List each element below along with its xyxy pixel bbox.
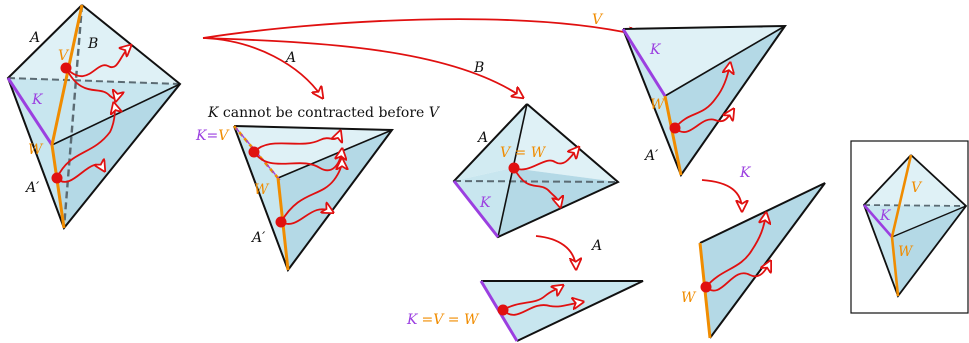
edge-label-k: K: [31, 92, 44, 108]
polytope-contract-vk: W: [681, 182, 826, 339]
vertex-label-w: W: [254, 182, 270, 198]
hidden-edge: [62, 4, 84, 229]
vertex-label-w: W: [681, 290, 697, 306]
polytope-contract-b: A V = W K: [452, 103, 620, 239]
vertex-label-w: W: [898, 244, 914, 260]
vertex-edge: [50, 4, 84, 146]
branch-label-b: B: [473, 60, 484, 76]
flow-arrow: [253, 132, 340, 153]
facet-label-a: A: [476, 130, 488, 146]
kernel-edge: [452, 180, 500, 238]
caption: K cannot be contracted before V: [207, 105, 441, 121]
polytope-contract-a: K cannot be contracted before V K=V W A′: [195, 105, 441, 273]
kernel-edge: [863, 204, 893, 238]
polytope-contract-v: K W A′: [621, 24, 787, 178]
facet-label-a-prime: A′: [250, 230, 266, 246]
flow-arrow: [513, 167, 560, 206]
facet-label-b: B: [87, 36, 98, 52]
branch-arrow-b: [202, 37, 522, 97]
hidden-edge: [863, 204, 967, 207]
edge-label-k: K: [649, 42, 662, 58]
inset-polytope: V K W: [850, 140, 969, 314]
arrow-contract-a: [535, 235, 576, 268]
vertex-point: [508, 162, 520, 174]
flow-arrow: [674, 110, 733, 133]
hidden-edge: [7, 77, 181, 85]
vertex-edge: [890, 154, 913, 238]
flow-arrow: [502, 302, 582, 316]
flow-arrow: [502, 286, 562, 311]
vertex-point: [248, 146, 260, 158]
flow-arrow: [705, 262, 770, 292]
facet-label-a: A: [28, 30, 40, 46]
facet-label-a-prime: A′: [24, 180, 40, 196]
vertex-point: [669, 122, 681, 134]
arrow-contract-k: [701, 179, 742, 210]
vertex-point: [51, 172, 63, 184]
label-k-v-w: K=V = W: [406, 312, 480, 328]
vertex-label-v: V: [58, 48, 70, 64]
flow-arrow: [280, 160, 342, 223]
polytope-contract-ba: K=V = W: [406, 280, 644, 342]
vertex-point: [60, 62, 72, 74]
vertex-point: [275, 216, 287, 228]
edge-label-k: K: [479, 195, 492, 211]
vertex-label-w: W: [28, 142, 44, 158]
flow-arrow: [705, 214, 766, 288]
label-k-equals-v: K=V: [195, 128, 230, 144]
vertex-point: [700, 281, 712, 293]
vertex-edge: [50, 144, 66, 229]
vertex-point: [497, 304, 509, 316]
arrow-label-k: K: [739, 165, 752, 181]
flow-arrow: [65, 46, 130, 77]
hidden-edge: [453, 180, 619, 183]
branch-label-v: V: [592, 12, 604, 28]
branch-arrow-a: [202, 37, 322, 97]
vertex-edge: [663, 95, 683, 176]
flow-arrow: [674, 64, 730, 129]
polytope-original: A B V K W A′: [6, 4, 182, 230]
arrow-label-a: A: [590, 238, 602, 254]
vertex-label-v: V: [911, 180, 923, 196]
vertex-label-w: W: [650, 97, 666, 113]
branch-label-a: A: [284, 50, 296, 66]
vertex-edge: [890, 236, 900, 297]
edge-label-k: K: [879, 208, 892, 224]
kernel-edge: [621, 28, 667, 97]
branch-arrow-v: [202, 18, 638, 38]
flow-arrow: [56, 104, 115, 179]
vertex-label-v-eq-w: V = W: [500, 145, 547, 161]
kernel-edge: [6, 77, 54, 146]
facet-label-a-prime: A′: [643, 148, 659, 164]
flow-arrow: [65, 67, 118, 100]
flow-arrow: [513, 148, 578, 171]
flow-arrow: [56, 165, 104, 183]
